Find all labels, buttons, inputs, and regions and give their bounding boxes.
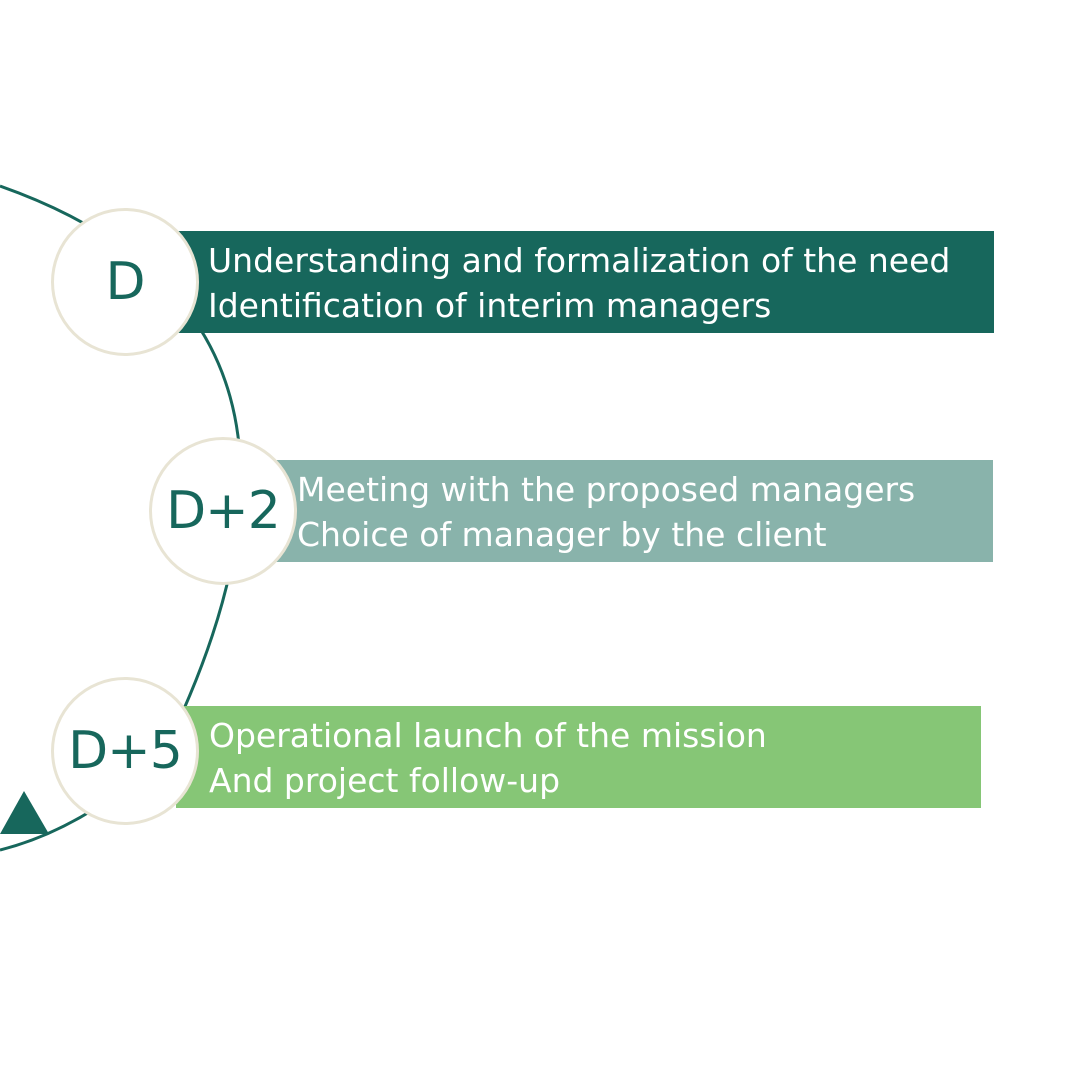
step-d-line-1: Understanding and formalization of the n… (208, 241, 951, 280)
step-d-bar: Understanding and formalization of the n… (178, 231, 994, 333)
step-d2-line-2: Choice of manager by the client (297, 515, 827, 554)
step-d5-circle: D+5 (51, 677, 199, 825)
step-d2-circle: D+2 (149, 437, 297, 585)
step-d2-line-1: Meeting with the proposed managers (297, 470, 916, 509)
step-d5-label: D+5 (68, 721, 183, 781)
step-d2-bar: Meeting with the proposed managers Choic… (272, 460, 993, 562)
step-d5-line-2: And project follow-up (209, 761, 561, 800)
step-d-label: D (105, 252, 145, 312)
step-d5-line-1: Operational launch of the mission (209, 716, 767, 755)
step-d-line-2: Identification of interim managers (208, 286, 772, 325)
step-d2-label: D+2 (166, 481, 281, 541)
step-d5-bar: Operational launch of the mission And pr… (176, 706, 981, 808)
step-d-circle: D (51, 208, 199, 356)
arrow-head-icon (0, 791, 49, 834)
